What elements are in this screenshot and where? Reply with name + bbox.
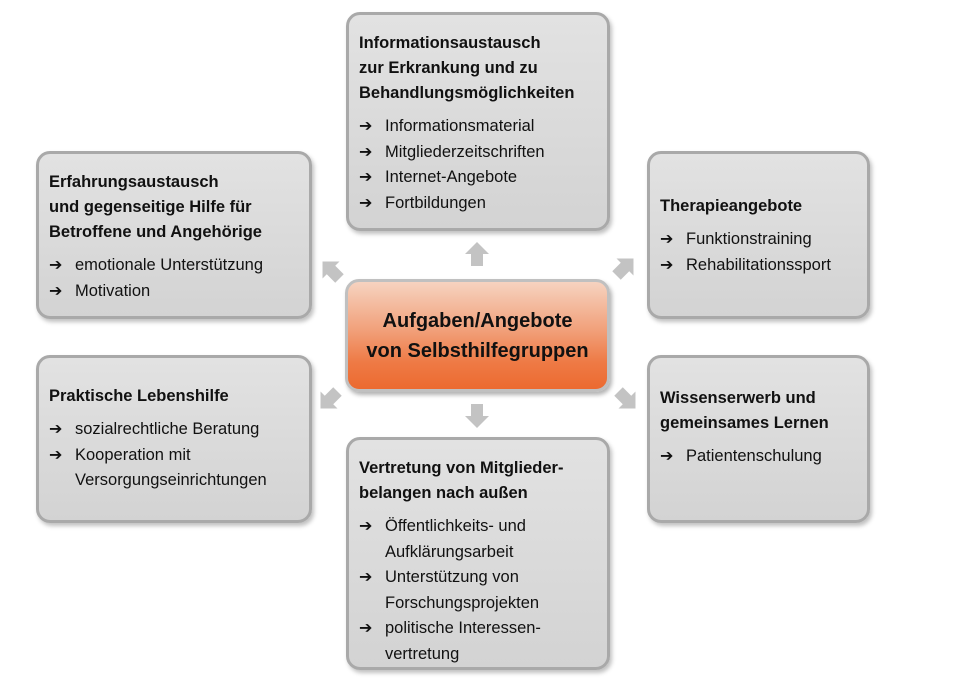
bullet-list: ➔Öffentlichkeits- und Aufklärungsarbeit … [359, 514, 597, 667]
list-item-text: Patientenschulung [686, 447, 822, 465]
list-item: ➔ Fortbildungen [359, 191, 597, 217]
box-knowledge-learning: Wissenserwerb und gemeinsames Lernen ➔ Pa… [647, 355, 870, 523]
list-item-text: Kooperation mit Versorgungseinrichtungen [75, 445, 267, 490]
arrow-right-icon: ➔ [660, 448, 674, 465]
arrow-up [465, 242, 489, 266]
list-item-text: Rehabilitationssport [686, 255, 831, 274]
arrow-right-icon: ➔ [359, 569, 373, 586]
list-item-text: Fortbildungen [385, 193, 486, 212]
box-representation: Vertretung von Mitglieder- belangen nach… [346, 437, 610, 670]
arrow-right-icon: ➔ [49, 446, 63, 464]
box-practical-help: Praktische Lebenshilfe ➔ sozialrechtliche… [36, 355, 312, 523]
list-item-text: Internet-Angebote [385, 168, 518, 186]
arrow-right-icon: ➔ [660, 231, 674, 248]
box-title: Erfahrungsaustausch und gegenseitige Hil… [49, 173, 262, 241]
arrow-down-left [312, 383, 346, 417]
list-item-text: Informationsmaterial [385, 117, 535, 135]
box-therapy-offers: Therapieangebote ➔ Funktionstraining ➔ Reh… [647, 151, 870, 319]
list-item: ➔ sozialrechtliche Beratung [49, 417, 299, 443]
box-title: Informationsaustausch zur Erkrankung und… [359, 34, 575, 102]
arrow-right-icon: ➔ [49, 421, 63, 438]
box-title: Praktische Lebenshilfe [49, 387, 229, 405]
box-title: Vertretung von Mitglieder- belangen nach… [359, 459, 564, 502]
box-title: Wissenserwerb und gemeinsames Lernen [660, 389, 829, 432]
arrow-right-icon: ➔ [359, 620, 373, 637]
arrow-down-right [610, 383, 644, 417]
box-experience-exchange: Erfahrungsaustausch und gegenseitige Hil… [36, 151, 312, 319]
list-item-text: Motivation [75, 281, 151, 300]
box-information-exchange: Informationsaustausch zur Erkrankung und… [346, 12, 610, 231]
arrow-right-icon: ➔ [359, 194, 373, 212]
central-topic-box: Aufgaben/Angebote von Selbsthilfegruppen [345, 279, 610, 392]
arrow-right-icon: ➔ [49, 257, 63, 274]
list-item: ➔ Unterstützung von Forschungsprojekten [359, 565, 597, 616]
list-item-text: Mitgliederzeitschriften [385, 142, 545, 161]
list-item: ➔ Rehabilitationssport [660, 253, 857, 279]
list-item-text: Funktionstraining [686, 230, 812, 248]
list-item: ➔ Kooperation mit Versorgungseinrichtunge… [49, 443, 299, 494]
list-item: ➔ emotionale Unterstützung [49, 253, 299, 279]
list-item-text: emotionale Unterstützung [75, 256, 264, 274]
bullet-list: ➔ Patientenschulung [660, 444, 857, 470]
arrow-right-icon: ➔ [359, 169, 373, 186]
arrow-right-icon: ➔ [359, 143, 373, 161]
box-title: Therapieangebote [660, 197, 803, 215]
bullet-list: ➔ emotionale Unterstützung ➔ Motivation [49, 253, 299, 304]
arrow-down [465, 404, 489, 428]
list-item-text: sozialrechtliche Beratung [75, 420, 260, 438]
arrow-right-icon: ➔ [359, 518, 373, 535]
list-item: ➔ Informationsmaterial [359, 114, 597, 140]
list-item: ➔ politische Interessen- vertretung [359, 616, 597, 667]
arrow-right-icon: ➔ [49, 282, 63, 300]
central-topic-title: Aufgaben/Angebote von Selbsthilfegruppen [366, 309, 589, 362]
bullet-list: ➔ sozialrechtliche Beratung ➔ Kooperation … [49, 417, 299, 494]
arrow-right-icon: ➔ [359, 118, 373, 135]
arrow-up-left [314, 253, 348, 287]
bullet-list: ➔ Funktionstraining ➔ Rehabilitationssport [660, 227, 857, 278]
list-item-text: Unterstützung von Forschungsprojekten [385, 568, 540, 612]
list-item: ➔ Patientenschulung [660, 444, 857, 470]
arrow-up-right [608, 250, 642, 284]
list-item: ➔ Internet-Angebote [359, 165, 597, 191]
list-item: ➔ Funktionstraining [660, 227, 857, 253]
list-item-text: politische Interessen- vertretung [385, 619, 541, 663]
bullet-list: ➔ Informationsmaterial ➔ Mitgliederzeitsch… [359, 114, 597, 216]
list-item: ➔ Öffentlichkeits- und Aufklärungsarbeit [359, 514, 597, 565]
list-item: ➔ Mitgliederzeitschriften [359, 140, 597, 166]
arrow-right-icon: ➔ [660, 256, 674, 274]
list-item: ➔ Motivation [49, 279, 299, 305]
list-item-text: Öffentlichkeits- und Aufklärungsarbeit [385, 517, 526, 561]
